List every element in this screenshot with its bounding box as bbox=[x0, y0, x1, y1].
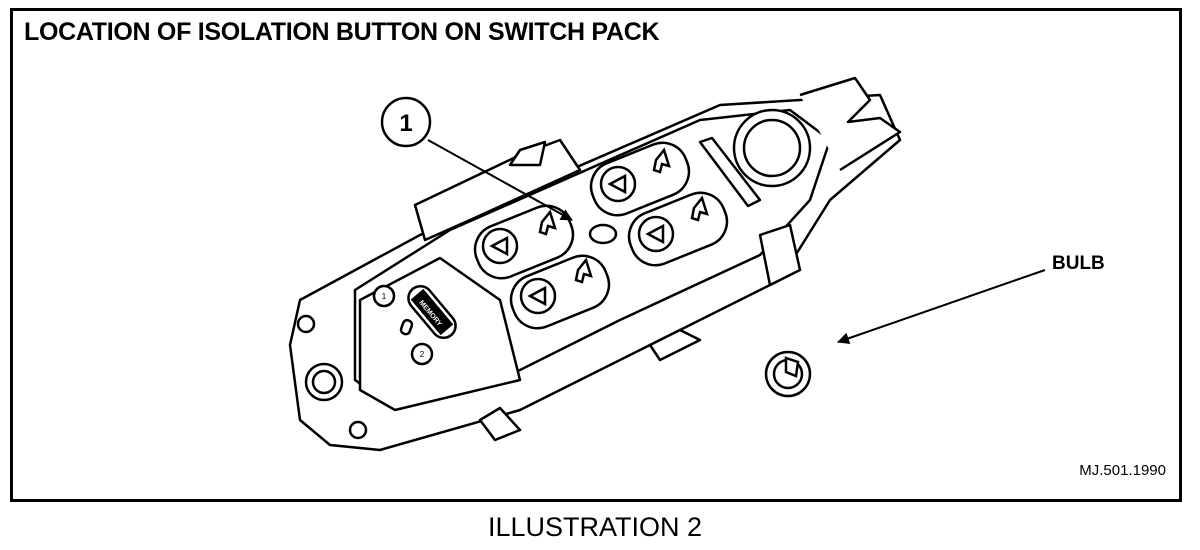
memory-indicator-lamp bbox=[399, 318, 414, 336]
callout-1-circle bbox=[380, 96, 432, 148]
figure-frame bbox=[10, 8, 1182, 502]
window-switch-front-right bbox=[627, 191, 729, 267]
window-switch-rear-right bbox=[509, 254, 611, 330]
callout-1: 1 bbox=[380, 96, 573, 221]
callout-1-number: 1 bbox=[399, 110, 412, 137]
window-switch-front-left bbox=[589, 141, 691, 217]
bulb-illustration bbox=[764, 350, 812, 398]
seat-memory-button-1: 1 bbox=[372, 284, 396, 308]
figure-title: LOCATION OF ISOLATION BUTTON ON SWITCH P… bbox=[24, 18, 660, 46]
seat-memory-button-2-label: 2 bbox=[420, 350, 425, 359]
isolation-button bbox=[588, 223, 618, 245]
callout-1-leader bbox=[427, 139, 573, 221]
reference-code: MJ.501.1990 bbox=[1079, 462, 1166, 479]
seat-memory-button-1-label: 1 bbox=[382, 292, 387, 301]
memory-controls: MEMORY 1 2 bbox=[372, 284, 457, 366]
illustration-caption: ILLUSTRATION 2 bbox=[487, 512, 703, 542]
bulb-label: BULB bbox=[1052, 253, 1105, 274]
window-switch-rear-left bbox=[473, 204, 575, 280]
bulb-leader-arrow bbox=[837, 269, 1046, 345]
window-switches bbox=[473, 141, 729, 330]
seat-memory-button-2: 2 bbox=[410, 342, 434, 366]
